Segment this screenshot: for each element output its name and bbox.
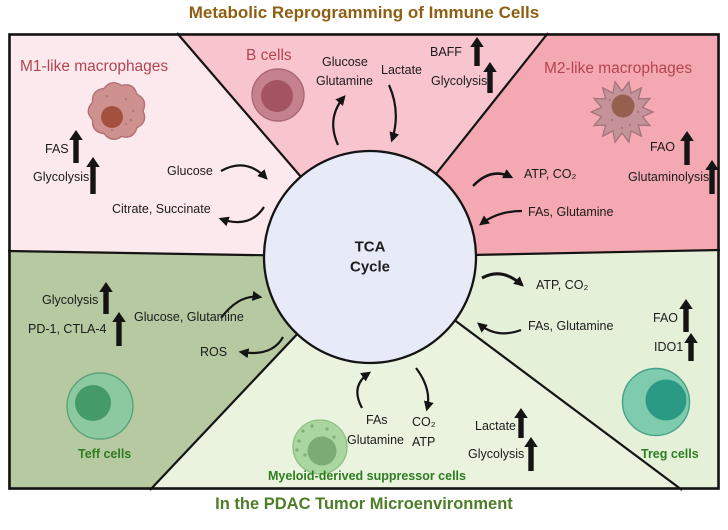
mdsc-cell-icon bbox=[292, 419, 348, 475]
m1-sector-title: M1-like macrophages bbox=[20, 58, 169, 75]
mdsc-co2-label: CO₂ bbox=[412, 415, 436, 429]
diagram-title-bottom: In the PDAC Tumor Microenvironment bbox=[215, 495, 513, 513]
tca-cycle-label: TCA Cycle bbox=[349, 238, 391, 276]
arrow-bcell-lactate-into-tca bbox=[387, 84, 400, 143]
arrow-m1-glucose-into-tca bbox=[220, 164, 268, 180]
mdsc-glycolysis-label: Glycolysis bbox=[468, 447, 525, 461]
m2-glutaminolysis-label: Glutaminolysis bbox=[628, 170, 710, 184]
m1-glucose-label: Glucose bbox=[167, 164, 213, 178]
m1-citrate-succinate-label: Citrate, Succinate bbox=[112, 202, 211, 216]
up-arrow-icon-mdsc-lactate bbox=[514, 408, 528, 438]
m2-fas-glutamine-label: FAs, Glutamine bbox=[528, 205, 614, 219]
m1-fas-label: FAS bbox=[45, 142, 69, 156]
teff-glucose-glutamine-label: Glucose, Glutamine bbox=[134, 310, 244, 324]
treg-ido1-label: IDO1 bbox=[654, 340, 684, 354]
up-arrow-icon-m1-fas bbox=[69, 130, 83, 163]
up-arrow-icon-baff bbox=[470, 37, 484, 66]
up-arrow-icon-glutaminolysis bbox=[705, 160, 719, 194]
up-arrow-icon-b-glycolysis bbox=[483, 62, 497, 93]
b-cell-icon bbox=[251, 68, 305, 122]
teff-glycolysis-label: Glycolysis bbox=[42, 293, 99, 307]
up-arrow-icon-teff-glycolysis bbox=[99, 282, 113, 314]
mdsc-cells-label: Myeloid-derived suppressor cells bbox=[268, 469, 466, 483]
arrow-tca-to-m1-citrate bbox=[218, 206, 265, 227]
m2-sector-title: M2-like macrophages bbox=[544, 60, 693, 77]
mdsc-glutamine-label: Glutamine bbox=[347, 433, 404, 447]
tca-cycle-circle bbox=[262, 149, 478, 365]
teff-ros-label: ROS bbox=[200, 345, 228, 359]
up-arrow-icon-pd1-ctla4 bbox=[112, 312, 126, 346]
mdsc-lactate-label: Lactate bbox=[475, 419, 517, 433]
m1-macrophage-cell-icon bbox=[87, 82, 146, 140]
up-arrow-icon-m2-fao bbox=[680, 131, 694, 165]
treg-cell-icon bbox=[621, 367, 691, 437]
arrow-treg-fas-into-tca bbox=[477, 322, 522, 335]
diagram-border bbox=[8, 33, 720, 490]
m2-atp-co2-label: ATP, CO₂ bbox=[524, 167, 577, 181]
treg-atp-co2-label: ATP, CO₂ bbox=[536, 278, 589, 292]
treg-fas-glutamine-label: FAs, Glutamine bbox=[528, 319, 614, 333]
mdsc-fas-label: FAs bbox=[366, 413, 388, 427]
b-glycolysis-label: Glycolysis bbox=[431, 74, 488, 88]
metabolite-flow-arrows bbox=[218, 84, 524, 412]
arrow-tca-to-bcell-glucose bbox=[332, 95, 346, 146]
arrow-tca-to-treg-atp bbox=[481, 272, 524, 287]
b-glucose-label: Glucose bbox=[322, 55, 368, 69]
arrow-tca-to-mdsc-co2 bbox=[415, 367, 434, 412]
arrow-teff-glucose-into-tca bbox=[220, 290, 263, 319]
up-arrow-icon-treg-fao bbox=[679, 299, 693, 332]
sector-mdsc bbox=[150, 257, 682, 490]
upregulation-arrows bbox=[69, 37, 719, 471]
b-cells-sector-title: B cells bbox=[246, 47, 292, 64]
treg-cells-label: Treg cells bbox=[641, 447, 699, 461]
b-glutamine-label: Glutamine bbox=[316, 74, 373, 88]
teff-pd1-ctla4-label: PD-1, CTLA-4 bbox=[28, 322, 107, 336]
up-arrow-icon-m1-glycolysis bbox=[86, 157, 100, 194]
teff-cell-icon bbox=[66, 372, 134, 440]
b-baff-label: BAFF bbox=[430, 45, 462, 59]
up-arrow-icon-ido1 bbox=[684, 333, 698, 361]
m2-fao-label: FAO bbox=[650, 140, 676, 154]
mdsc-atp-label: ATP bbox=[412, 435, 436, 449]
up-arrow-icon-mdsc-glycolysis bbox=[524, 437, 538, 471]
b-lactate-label: Lactate bbox=[381, 63, 423, 77]
m2-macrophage-cell-icon bbox=[589, 80, 655, 144]
m1-glycolysis-label: Glycolysis bbox=[33, 170, 90, 184]
arrow-mdsc-fas-into-tca bbox=[356, 371, 372, 409]
teff-cells-label: Teff cells bbox=[78, 447, 132, 461]
treg-fao-label: FAO bbox=[653, 311, 679, 325]
arrow-tca-to-teff-ros bbox=[238, 336, 284, 359]
diagram-title-top: Metabolic Reprogramming of Immune Cells bbox=[188, 3, 540, 22]
arrow-m2-fas-into-tca bbox=[479, 209, 523, 226]
arrow-tca-to-m2-atp bbox=[472, 169, 514, 187]
